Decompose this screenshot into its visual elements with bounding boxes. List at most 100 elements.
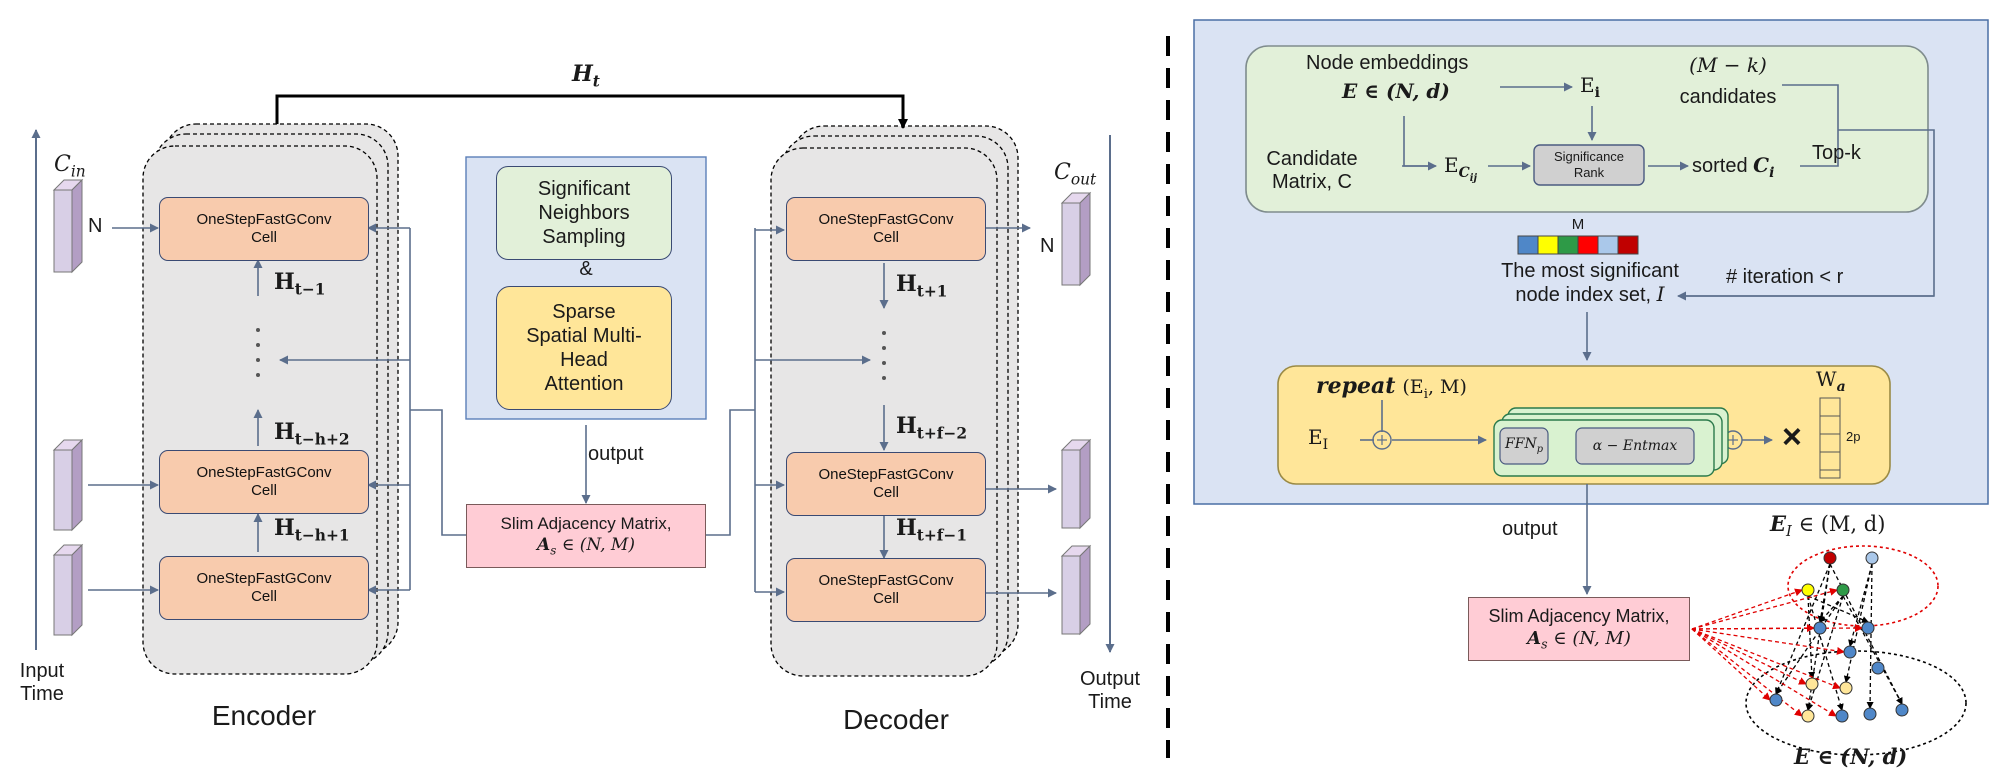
candidates-math: (M − k) [1689, 53, 1767, 77]
decoder-title: Decoder [843, 704, 949, 735]
hidden-state-label: Ht+1 [896, 271, 948, 301]
candidate-matrix-label: Candidate Matrix, C [1266, 148, 1358, 193]
graph-node [1813, 621, 1827, 635]
hidden-state-label: Ht+f−1 [896, 515, 968, 545]
graph-nodes [1769, 551, 1909, 723]
graph-edge [1775, 563, 1831, 695]
output-prism-3 [1060, 544, 1092, 636]
slim-adjacency-box: Slim Adjacency Matrix, As ∈ (N, M) [466, 504, 706, 568]
ht-link-line [275, 94, 908, 129]
graph-edge [1807, 595, 1816, 679]
input-time-label: Input Time [19, 660, 65, 705]
multiply-symbol: × [1782, 418, 1802, 456]
graph-edge [1691, 624, 1815, 633]
graph-top-label: EI ∈ (M, d) [1770, 511, 1886, 541]
graph-node [1843, 645, 1857, 659]
index-color-cell [1597, 235, 1619, 255]
graph-node [1823, 551, 1837, 565]
graph-edge [1866, 563, 1874, 709]
graph-node [1801, 709, 1815, 723]
significance-rank-box [1533, 144, 1645, 186]
output-time-label: Output Time [1079, 668, 1141, 713]
significance-rank-label: Significance Rank [1553, 149, 1625, 180]
index-color-strip [1517, 235, 1639, 255]
decoder-cell-middle: OneStepFastGConv Cell [786, 452, 986, 516]
input-prism-2 [52, 438, 84, 532]
e-i-label: Ei [1580, 73, 1600, 102]
graph-edge [1806, 595, 1844, 711]
index-color-cell [1537, 235, 1559, 255]
graph-edge [1691, 628, 1837, 717]
hidden-state-label: Ht−1 [274, 269, 326, 299]
all-nodes-ellipse [1745, 650, 1967, 756]
graph-node [1835, 709, 1849, 723]
graph-node [1865, 551, 1879, 565]
graph-edge [1775, 595, 1844, 695]
input-channel-label: Cin [54, 152, 86, 181]
graph-node [1895, 703, 1909, 717]
decoder-cell-top: OneStepFastGConv Cell [786, 197, 986, 261]
graph-edge [1691, 628, 1803, 717]
graph-node [1861, 621, 1875, 635]
graph-node [1769, 693, 1783, 707]
encoder-cell-bottom: OneStepFastGConv Cell [159, 556, 369, 620]
candidate-selection-box [1245, 45, 1929, 213]
hidden-state-label: Ht−h+1 [274, 515, 350, 545]
ffn-label: FFNp [1505, 436, 1543, 456]
w-label: Wa [1816, 367, 1846, 396]
decoder-stack [770, 125, 1019, 677]
input-prism-1 [52, 178, 84, 274]
sorted-label: sorted Ci [1692, 153, 1775, 182]
right-slim-adjacency-box: Slim Adjacency Matrix, As ∈ (N, M) [1468, 597, 1690, 661]
topk-label: Top-k [1812, 142, 1861, 164]
graph-edge [1691, 624, 1863, 633]
graph-bottom-label: E ∈ (N, d) [1794, 744, 1908, 769]
graph-edge [1819, 595, 1844, 623]
graph-node [1801, 583, 1815, 597]
e-cij-label: ECij [1444, 153, 1478, 184]
index-color-cell [1577, 235, 1599, 255]
encoder-cell-middle: OneStepFastGConv Cell [159, 450, 369, 514]
graph-node [1871, 661, 1885, 675]
w-vector [1819, 397, 1841, 479]
graph-edges [1691, 563, 1903, 717]
graph-edge [1691, 628, 1807, 685]
output-channel-label: Cout [1054, 160, 1097, 189]
ampersand-label: & [579, 258, 593, 280]
hidden-state-label: Ht+f−2 [896, 413, 968, 443]
candidates-label: candidates [1679, 86, 1777, 108]
output-prism-2 [1060, 438, 1092, 530]
encoder-title: Encoder [211, 700, 317, 731]
graph-edge [1807, 595, 1869, 623]
graph-node [1805, 677, 1819, 691]
input-prism-3 [52, 543, 84, 637]
two-p-label: 2p [1846, 429, 1861, 444]
graph-edge [1691, 628, 1845, 655]
right-output-label: output [1502, 518, 1558, 540]
center-output-label: output [588, 443, 644, 465]
graph-edge [1843, 563, 1873, 683]
m-label: M [1571, 216, 1585, 233]
sampling-box: Significant Neighbors Sampling [496, 166, 672, 260]
most-significant-label: The most significant node index set, I [1501, 260, 1679, 306]
e-I-label: EI [1308, 425, 1329, 454]
input-node-label: N [88, 215, 103, 237]
graph-edge [1691, 628, 1841, 690]
embedding-definition: E ∈ (N, d) [1342, 79, 1450, 103]
repeat-label: repeat (Ei, M) [1316, 373, 1467, 402]
index-color-cell [1517, 235, 1539, 255]
entmax-label: α − Entmax [1592, 437, 1678, 454]
ht-link-label: Ht [572, 61, 600, 91]
graph-edge [1691, 628, 1771, 701]
graph-edge [1691, 588, 1803, 630]
entmax-box [1575, 427, 1695, 465]
output-node-label: N [1040, 235, 1055, 257]
graph-edge [1805, 563, 1831, 711]
decoder-cell-bottom: OneStepFastGConv Cell [786, 558, 986, 622]
encoder-cell-top: OneStepFastGConv Cell [159, 197, 369, 261]
index-color-cell [1557, 235, 1579, 255]
iteration-label: # iteration < r [1726, 266, 1844, 288]
graph-node [1863, 707, 1877, 721]
hidden-state-label: Ht−h+2 [274, 419, 350, 449]
